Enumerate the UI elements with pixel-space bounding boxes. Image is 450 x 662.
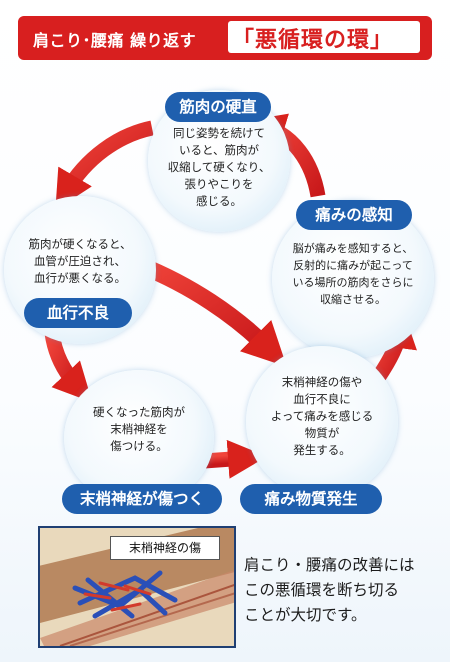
closing-line: 肩こり・腰痛の改善には: [244, 556, 415, 574]
banner-prefix: 肩こり･腰痛 繰り返す: [33, 31, 197, 50]
text-line: いると、筋肉が: [178, 143, 260, 157]
closing-statement: 肩こり・腰痛の改善には この悪循環を断ち切る ことが大切です。: [244, 553, 415, 628]
text-line: 同じ姿勢を続けて: [173, 126, 265, 140]
illustration-caption: 末梢神経の傷: [110, 536, 220, 560]
text-line: 発生する。: [293, 443, 351, 457]
label-muscle-stiffness: 筋肉の硬直: [165, 92, 271, 122]
label-nerve-damage: 末梢神経が傷つく: [62, 484, 222, 514]
pain-substance-text: 末梢神経の傷や 血行不良に よって痛みを感じる 物質が 発生する。: [252, 374, 392, 459]
text-line: いる場所の筋肉をさらに: [292, 276, 414, 289]
muscle-stiffness-text: 同じ姿勢を続けて いると、筋肉が 収縮して硬くなり、 張りやこりを 感じる。: [158, 125, 280, 210]
text-line: 傷つける。: [110, 439, 168, 453]
text-line: 物質が: [304, 426, 340, 440]
label-pain-substance: 痛み物質発生: [240, 484, 382, 514]
text-line: 収縮して硬くなり、: [167, 160, 271, 174]
text-line: 血管が圧迫され、: [33, 254, 127, 268]
text-line: 末梢神経を: [110, 422, 168, 436]
circle-pain-substance: [246, 346, 398, 498]
nerve-damage-text: 硬くなった筋肉が 末梢神経を 傷つける。: [72, 404, 206, 455]
text-line: 末梢神経の傷や: [281, 375, 363, 389]
text-line: 血行不良に: [293, 392, 351, 406]
damage-marks: [83, 581, 152, 612]
text-line: 感じる。: [196, 194, 242, 208]
text-line: 張りやこりを: [184, 177, 254, 191]
text-line: 収縮させる。: [320, 293, 386, 306]
banner-title-box: [228, 21, 420, 53]
closing-line: ことが大切です。: [244, 606, 367, 624]
text-line: 硬くなった筋肉が: [93, 405, 185, 419]
text-line: 筋肉が硬くなると、: [28, 237, 132, 251]
text-line: 脳が痛みを感知すると、: [292, 242, 414, 255]
closing-line: この悪循環を断ち切る: [244, 581, 400, 599]
banner-title: 「悪循環の環」: [232, 28, 394, 53]
text-line: 血行が悪くなる。: [34, 271, 126, 285]
label-pain-perception: 痛みの感知: [296, 200, 412, 230]
arrow-stiffness-to-circulation: [55, 120, 154, 211]
arrow-circulation-to-substance: [136, 257, 287, 367]
circle-nerve-damage: [64, 370, 214, 506]
poor-circulation-text: 筋肉が硬くなると、 血管が圧迫され、 血行が悪くなる。: [10, 236, 150, 287]
text-line: 反射的に痛みが起こって: [293, 259, 413, 272]
label-poor-circulation: 血行不良: [24, 298, 132, 328]
nerve-damage-illustration: 末梢神経の傷: [38, 526, 236, 648]
text-line: よって痛みを感じる: [270, 409, 374, 423]
pain-perception-text: 脳が痛みを感知すると、 反射的に痛みが起こって いる場所の筋肉をさらに 収縮させ…: [276, 240, 430, 308]
